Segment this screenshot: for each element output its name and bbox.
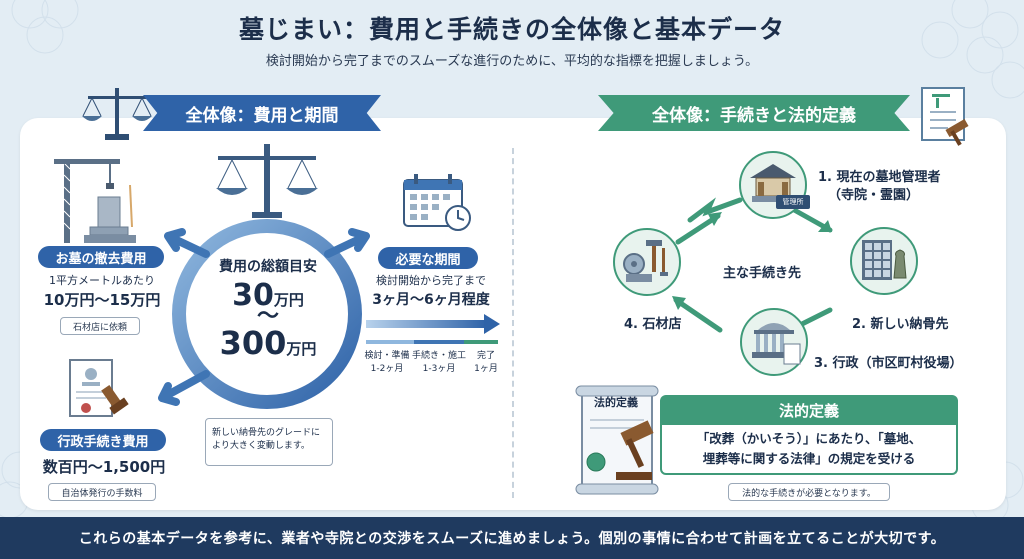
page-subtitle: 検討開始から完了までのスムーズな進行のために、平均的な指標を把握しましょう。 [265,54,759,69]
removal-cost-value: 10万円～15万円 [43,291,161,309]
timeline-arrow [366,314,500,344]
procedure-center-label: 主な手続き先 [723,266,802,281]
legal-definition-body: 「改葬（かいそう）」にあたり、「墓地、 埋葬等に関する法律」の規定を受ける [660,425,958,475]
stone-cutter-icon [613,228,681,296]
office-sign: 管理所 [776,195,810,209]
admin-cost-value: 数百円～1,500円 [42,458,166,476]
footer-banner: これらの基本データを参考に、業者や寺院との交渉をスムーズに進めましょう。個別の事… [0,517,1024,559]
phase-1-duration: 1-2ヶ月 [370,364,404,374]
removal-cost-unit: 1平方メートルあたり [49,274,155,287]
admin-cost-pill: 行政手続き費用 [40,429,166,451]
total-cost-tilde: ～ [256,304,279,329]
period-range-value: 3ヶ月～6ヶ月程度 [372,292,490,308]
phase-3: 完了 1ヶ月 [466,350,506,376]
total-cost-label: 費用の総額目安 [219,259,317,275]
temple-icon [739,151,807,219]
section-ribbon-cost: 全体像：費用と期間 [143,95,381,131]
node-1-sublabel: （寺院・霊園） [828,188,920,203]
city-hall-icon [740,308,808,376]
legal-note-tag: 法的な手続きが必要となります。 [728,483,890,501]
total-cost-max: 300万円 [200,324,336,362]
phase-1-name: 検討・準備 [364,351,410,361]
legal-document-icon [921,87,969,146]
legal-definition-line-1: 「改葬（かいそう）」にあたり、「墓地、 [696,431,922,446]
scroll-title: 法的定義 [594,396,638,409]
legal-definition-header: 法的定義 [660,395,958,425]
phase-3-duration: 1ヶ月 [474,364,498,374]
phase-2: 手続き・施工 1-3ヶ月 [412,350,466,376]
total-cost-min-value: 30 [232,278,274,313]
removal-cost-tag: 石材店に依頼 [60,317,140,335]
calendar-icon [403,174,471,231]
phase-2-duration: 1-3ヶ月 [422,364,456,374]
total-cost-max-unit: 万円 [286,340,317,358]
removal-cost-pill: お墓の撤去費用 [38,246,164,268]
legal-scroll-icon [575,385,659,495]
total-cost-min-unit: 万円 [273,291,304,309]
scale-icon [216,144,318,218]
total-cost-max-value: 300 [219,324,287,362]
phase-3-name: 完了 [476,351,495,361]
node-2-label: 2. 新しい納骨先 [852,317,949,332]
scale-icon [82,88,152,140]
columbarium-icon [850,227,918,295]
crane-grave-icon [54,159,136,243]
section-ribbon-procedure: 全体像：手続きと法的定義 [598,95,910,131]
page-title: 墓じまい：費用と手続きの全体像と基本データ [238,15,785,44]
legal-definition-line-2: 埋葬等に関する法律」の規定を受ける [702,451,916,466]
admin-cost-tag: 自治体発行の手数料 [48,483,156,501]
total-cost-note: 新しい納骨先のグレードにより大きく変動します。 [205,418,333,466]
period-range-label: 検討開始から完了まで [376,274,486,287]
node-3-label: 3. 行政（市区町村役場） [814,356,963,371]
period-pill: 必要な期間 [378,247,478,269]
node-4-label: 4. 石材店 [624,317,682,332]
node-1-label: 1. 現在の墓地管理者 [818,170,941,185]
phase-1: 検討・準備 1-2ヶ月 [362,350,412,376]
total-cost-ring [158,144,370,409]
section-divider [512,148,514,498]
document-stamp-icon [69,359,129,417]
total-cost-min: 30万円 [200,278,336,313]
phase-2-name: 手続き・施工 [412,351,467,361]
